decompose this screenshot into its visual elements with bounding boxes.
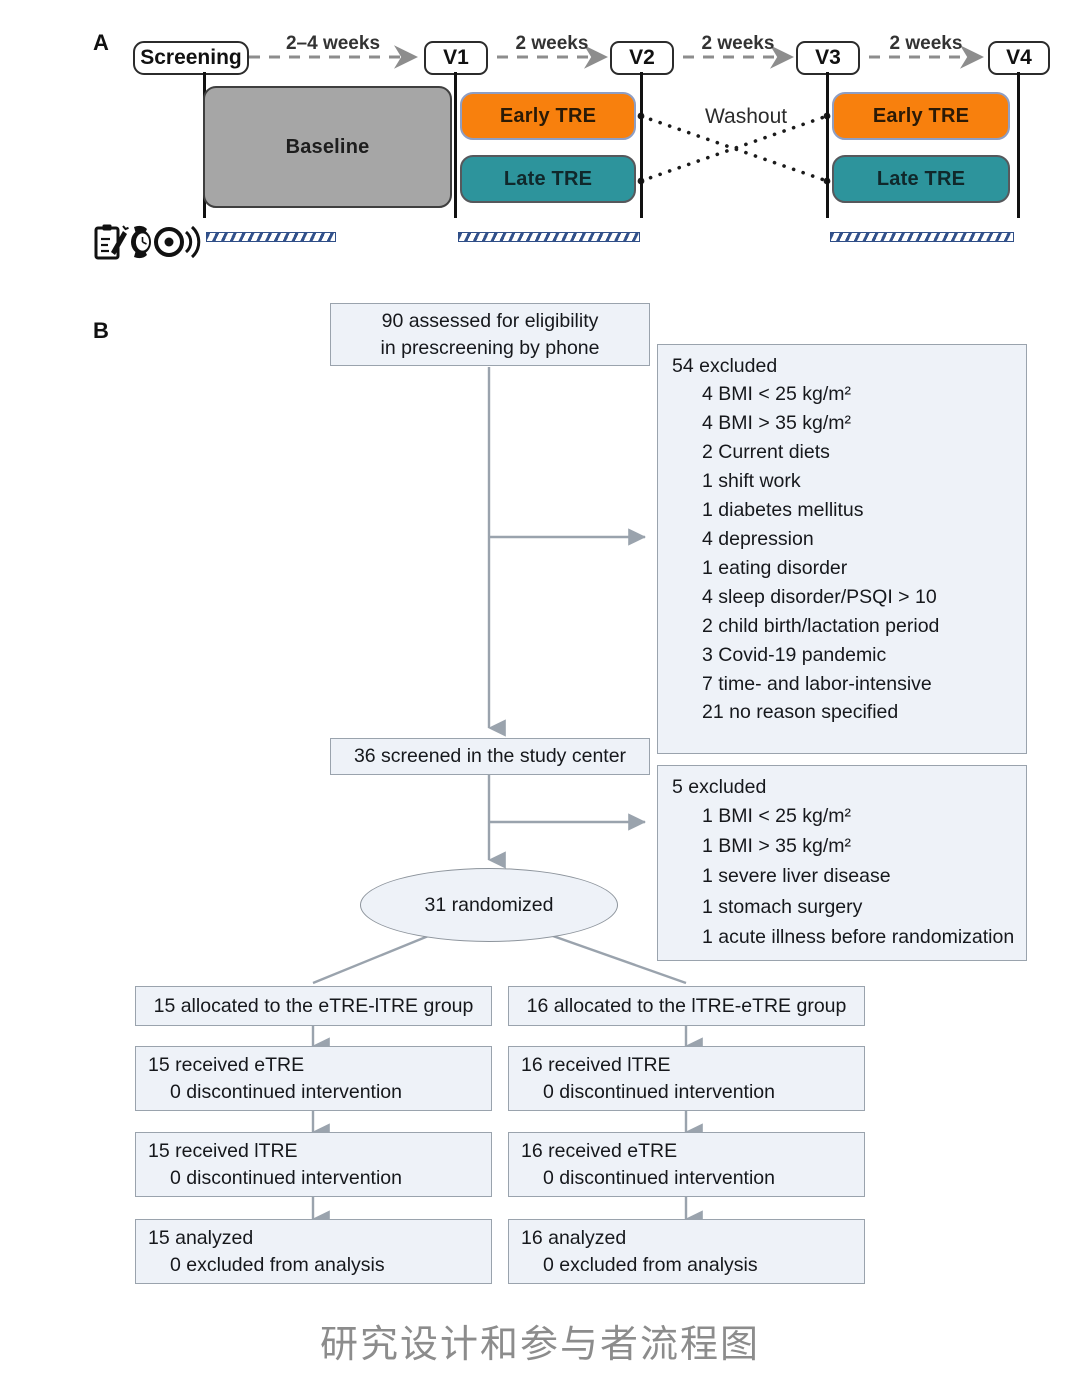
visit-line-v2: [640, 72, 643, 218]
excluded-1-header: 54 excluded: [672, 355, 778, 377]
phase-early-tre-period1: Early TRE: [460, 92, 636, 140]
visit-line-v4: [1017, 72, 1020, 218]
excluded-2-item: 1 BMI > 35 kg/m²: [702, 835, 852, 858]
visit-pill-v3: V3: [796, 41, 860, 75]
received-ltre-r-line-2: 0 discontinued intervention: [543, 1080, 775, 1103]
assessment-icon-group: [93, 222, 201, 262]
excluded-1-item: 4 sleep disorder/PSQI > 10: [702, 585, 937, 608]
excluded-1-item: 1 eating disorder: [702, 556, 848, 579]
box-assessed-eligibility: 90 assessed for eligibility in prescreen…: [330, 303, 650, 366]
box-analyzed-right: 16 analyzed 0 excluded from analysis: [508, 1219, 865, 1284]
analyzed-left-line-1: 15 analyzed: [148, 1226, 254, 1249]
excluded-1-item: 4 BMI > 35 kg/m²: [702, 411, 852, 434]
box-received-ltre-right: 16 received lTRE 0 discontinued interven…: [508, 1046, 865, 1111]
excluded-1-item: 7 time- and labor-intensive: [702, 672, 932, 695]
box-received-ltre-left: 15 received lTRE 0 discontinued interven…: [135, 1132, 492, 1197]
wearable-watch-icon: [131, 225, 151, 259]
received-ltre-line-1: 15 received lTRE: [148, 1139, 298, 1162]
excluded-1-item: 4 depression: [702, 527, 814, 550]
excluded-1-item: 21 no reason specified: [702, 701, 899, 724]
visit-line-v3: [826, 72, 829, 218]
box-received-etre-right: 16 received eTRE 0 discontinued interven…: [508, 1132, 865, 1197]
excluded-1-item: 2 child birth/lactation period: [702, 614, 940, 637]
panel-b-letter: B: [93, 318, 109, 343]
box-allocated-etre-ltre: 15 allocated to the eTRE-lTRE group: [135, 986, 492, 1026]
box-analyzed-left: 15 analyzed 0 excluded from analysis: [135, 1219, 492, 1284]
visit-pill-v2: V2: [610, 41, 674, 75]
measurement-bar-period1: [458, 232, 640, 242]
phase-early-tre-period2: Early TRE: [832, 92, 1010, 140]
analyzed-right-line-1: 16 analyzed: [521, 1226, 627, 1249]
measurement-bar-baseline: [206, 232, 336, 242]
figure-caption: 研究设计和参与者流程图: [319, 1322, 760, 1366]
received-etre-r-line-2: 0 discontinued intervention: [543, 1166, 775, 1189]
excluded-2-header: 5 excluded: [672, 776, 767, 798]
excluded-1-item: 1 shift work: [702, 469, 801, 492]
flow-connectors: [311, 367, 703, 1228]
excluded-2-item: 1 severe liver disease: [702, 865, 891, 888]
excluded-2-item: 1 BMI < 25 kg/m²: [702, 805, 852, 827]
received-ltre-r-line-1: 16 received lTRE: [521, 1053, 671, 1076]
excluded-1-item: 3 Covid-19 pandemic: [702, 643, 887, 666]
box-screened-study-center: 36 screened in the study center: [330, 738, 650, 775]
received-etre-r-line-1: 16 received eTRE: [521, 1139, 678, 1162]
phase-late-tre-period1: Late TRE: [460, 155, 636, 203]
phase-baseline: Baseline: [203, 86, 452, 208]
received-ltre-line-2: 0 discontinued intervention: [170, 1166, 402, 1189]
assessed-line-1: 90 assessed for eligibility: [381, 309, 599, 332]
panel-a-letter: A: [93, 30, 109, 55]
interval-label-2: 2 weeks: [515, 33, 589, 54]
washout-label: Washout: [705, 105, 788, 128]
excluded-1-item: 4 BMI < 25 kg/m²: [702, 383, 852, 405]
excluded-2-item: 1 stomach surgery: [702, 895, 863, 918]
measurement-bar-period2: [830, 232, 1014, 242]
box-excluded-prescreening: 54 excluded 4 BMI < 25 kg/m² 4 BMI > 35 …: [657, 344, 1027, 754]
visit-pill-v1: V1: [424, 41, 488, 75]
analyzed-left-line-2: 0 excluded from analysis: [170, 1253, 385, 1276]
box-allocated-ltre-etre: 16 allocated to the lTRE-eTRE group: [508, 986, 865, 1026]
ellipse-randomized: 31 randomized: [360, 868, 618, 942]
interval-label-1: 2–4 weeks: [285, 33, 381, 54]
interval-label-4: 2 weeks: [889, 33, 963, 54]
received-etre-line-2: 0 discontinued intervention: [170, 1080, 402, 1103]
interval-label-3: 2 weeks: [701, 33, 775, 54]
phase-late-tre-period2: Late TRE: [832, 155, 1010, 203]
excluded-1-item: 2 Current diets: [702, 440, 830, 463]
visit-line-v1: [454, 72, 457, 218]
questionnaire-clipboard-icon: [94, 224, 129, 260]
assessed-line-2: in prescreening by phone: [380, 336, 600, 359]
excluded-1-item: 1 diabetes mellitus: [702, 498, 864, 521]
received-etre-line-1: 15 received eTRE: [148, 1053, 305, 1076]
analyzed-right-line-2: 0 excluded from analysis: [543, 1253, 758, 1276]
visit-pill-v4: V4: [988, 41, 1050, 75]
box-excluded-screening: 5 excluded 1 BMI < 25 kg/m² 1 BMI > 35 k…: [657, 765, 1027, 961]
sensor-signal-icon: [154, 225, 201, 259]
visit-pill-screening: Screening: [133, 41, 249, 75]
box-received-etre: 15 received eTRE 0 discontinued interven…: [135, 1046, 492, 1111]
excluded-2-item: 1 acute illness before randomization: [702, 925, 1015, 948]
